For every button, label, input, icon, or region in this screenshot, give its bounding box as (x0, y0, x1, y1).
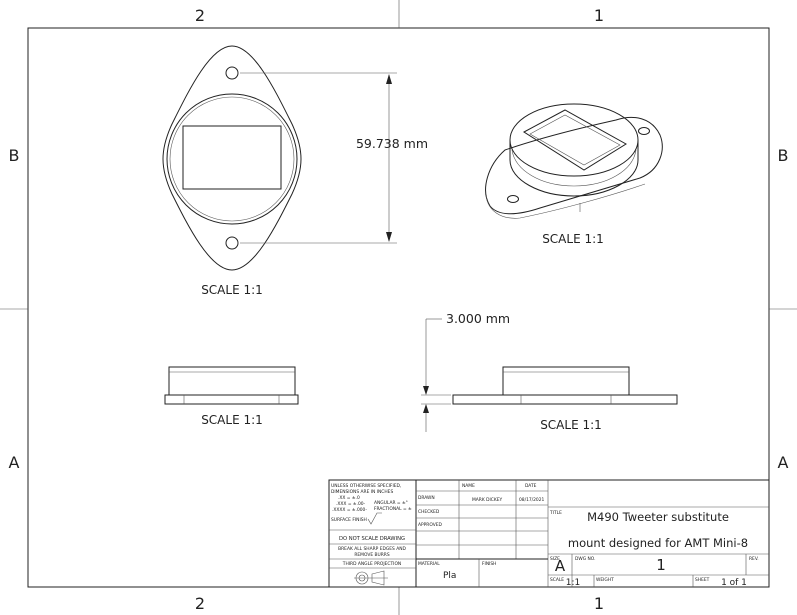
tolerance-fractional: FRACTIONAL = ± (374, 506, 412, 512)
material-label: MATERIAL (418, 561, 440, 567)
size-label: SIZE (550, 556, 560, 562)
iso-view-scale: SCALE 1:1 (542, 232, 604, 246)
break-edges-line-2: REMOVE BURRS (354, 552, 389, 558)
row-drawn: DRAWN (418, 495, 435, 501)
side-view (452, 366, 678, 405)
weight-label: WEIGHT (596, 577, 614, 583)
top-view-scale: SCALE 1:1 (201, 283, 263, 297)
col-date: DATE (525, 483, 537, 489)
sheet-value: 1 of 1 (721, 578, 747, 588)
material-value: Pla (443, 571, 456, 581)
tolerance-angular: ANGULAR = ±° (374, 500, 408, 506)
dwg-no-label: DWG NO. (575, 556, 595, 562)
zone-left-lower: A (9, 453, 20, 472)
sheet-label: SHEET (695, 577, 710, 583)
tolerance-xxxx: .XXXX = ±.000- (332, 507, 367, 513)
isometric-view (485, 103, 663, 219)
thickness-label: 3.000 mm (446, 311, 510, 326)
projection-label: THIRD ANGLE PROJECTION (342, 561, 401, 567)
drawn-name: MARK DICKEY (472, 497, 503, 503)
dwg-no-value: 1 (656, 556, 666, 574)
thickness-dimension (421, 318, 451, 432)
zone-bottom-right: 1 (594, 594, 604, 613)
side-view-scale: SCALE 1:1 (540, 418, 602, 432)
tolerance-note-1: UNLESS OTHERWISE SPECIFIED, (331, 483, 401, 489)
do-not-scale: DO NOT SCALE DRAWING (339, 536, 405, 542)
zone-left-upper: B (9, 146, 20, 165)
drawn-date: 08/17/2021 (519, 497, 545, 503)
scale-value: 1:1 (566, 578, 580, 588)
scale-label: SCALE (550, 577, 564, 583)
row-approved: APPROVED (418, 522, 443, 528)
finish-label: FINISH (482, 561, 497, 567)
front-view (164, 366, 299, 405)
top-view (162, 45, 302, 271)
title-block (328, 479, 770, 588)
col-name: NAME (462, 483, 475, 489)
surface-finish-symbol (367, 512, 382, 525)
surface-finish-label: SURFACE FINISH (331, 517, 367, 523)
tolerance-note-2: DIMENSIONS ARE IN INCHES (331, 489, 393, 495)
drawing-title-line-1: M490 Tweeter substitute (587, 510, 729, 524)
break-edges-line-1: BREAK ALL SHARP EDGES AND (338, 546, 406, 552)
drawing-title-line-2: mount designed for AMT Mini-8 (568, 536, 748, 550)
front-view-scale: SCALE 1:1 (201, 413, 263, 427)
zone-right-lower: A (778, 453, 789, 472)
title-label: TITLE (549, 510, 562, 516)
size-value: A (555, 557, 566, 575)
hole-spacing-dimension (240, 72, 397, 244)
zone-top-right: 1 (594, 6, 604, 25)
row-checked: CHECKED (418, 509, 440, 515)
third-angle-projection-icon (354, 570, 388, 586)
tolerance-xxx: .XXX = ±.00- (336, 501, 366, 507)
zone-bottom-left: 2 (195, 594, 205, 613)
zone-top-left: 2 (195, 6, 205, 25)
hole-spacing-label: 59.738 mm (356, 136, 428, 151)
rev-label: REV. (749, 556, 759, 562)
tolerance-xx: .XX = ±.0 (338, 495, 360, 501)
zone-right-upper: B (778, 146, 789, 165)
